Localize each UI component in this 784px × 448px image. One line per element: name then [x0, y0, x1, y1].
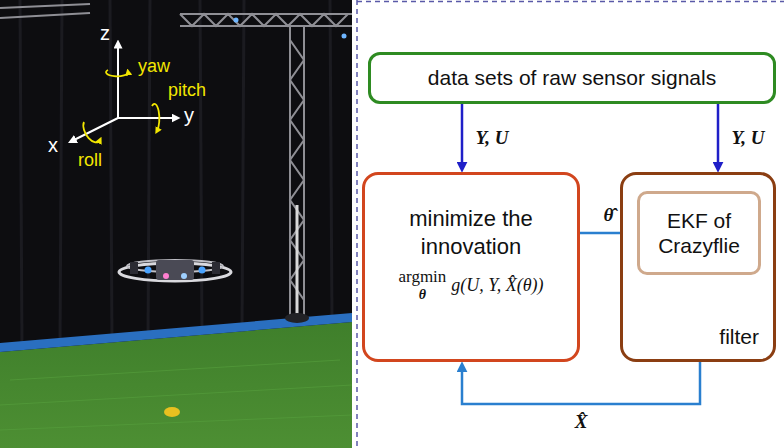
- drawing-detail: [110, 0, 112, 344]
- ekf-box: EKF of Crazyflie: [637, 191, 761, 275]
- drawing-detail: [200, 0, 202, 336]
- drawing-detail: [156, 260, 194, 280]
- flow-arrow: [462, 362, 700, 404]
- drawing-detail: [10, 360, 340, 380]
- box-label: filter: [719, 325, 759, 349]
- drawing-detail: [303, 26, 305, 316]
- rotation-arrows: [83, 70, 159, 142]
- math-subscript: θ: [419, 287, 426, 302]
- body-axes: [72, 44, 176, 141]
- axis-label: x: [48, 134, 58, 157]
- axis-label: z: [100, 22, 110, 45]
- truss-frame: [0, 4, 352, 318]
- rotation-label: roll: [78, 150, 102, 171]
- pole-stand: [285, 313, 309, 323]
- drawing-detail: [289, 26, 291, 318]
- dashed-border: [356, 0, 358, 448]
- drawing-detail: [152, 104, 159, 131]
- pole: [296, 205, 299, 316]
- crazyflie-drone: [119, 260, 231, 281]
- box-label: EKF of Crazyflie: [644, 208, 754, 258]
- data-source-box: data sets of raw sensor signals: [368, 52, 776, 104]
- drawing-detail: [118, 117, 176, 119]
- drawing-detail: [0, 415, 352, 430]
- curtain-backdrop: [0, 0, 352, 448]
- signal-label: θ̂: [604, 204, 614, 226]
- optimizer-box: minimize the innovationargminθg(U, Y, X̂…: [362, 172, 580, 362]
- drawing-detail: [83, 122, 100, 142]
- axis-label: y: [184, 104, 194, 127]
- drawing-detail: [212, 262, 220, 274]
- filter-box: filter EKF of Crazyflie: [620, 172, 776, 362]
- tracking-camera: [234, 18, 239, 23]
- drawing-detail: [199, 267, 206, 274]
- drawing-detail: [180, 14, 348, 26]
- drawing-detail: [0, 4, 90, 8]
- drawing-detail: [106, 70, 128, 76]
- signal-label: Y, U: [731, 127, 764, 149]
- rotation-label: pitch: [168, 80, 206, 101]
- drawing-detail: [330, 0, 332, 322]
- drawing-detail: [117, 44, 119, 118]
- tracking-camera: [342, 34, 347, 39]
- floor-edge-strip: [0, 313, 352, 352]
- drawing-detail: [145, 267, 152, 274]
- operator-stack: argminθ: [398, 268, 446, 302]
- drawing-detail: [0, 385, 352, 405]
- flow-arrow: [717, 104, 720, 164]
- curtain-folds: [20, 0, 332, 350]
- box-label: data sets of raw sensor signals: [428, 66, 716, 90]
- drawing-detail: [72, 118, 118, 141]
- drawing-detail: [0, 13, 90, 18]
- drawing-detail: [181, 273, 187, 279]
- signal-label: X̂: [575, 411, 588, 433]
- grass-texture: [0, 360, 352, 430]
- math-operator: argmin: [398, 268, 446, 287]
- drawing-detail: [20, 0, 22, 350]
- rotation-label: yaw: [138, 56, 170, 77]
- drawing-detail: [130, 262, 138, 274]
- dashed-border: [357, 1, 784, 3]
- drawing-detail: [163, 273, 169, 279]
- drawing-detail: [148, 0, 150, 340]
- floor-object: [164, 407, 180, 417]
- drone-photo: [0, 0, 352, 448]
- drawing-detail: [242, 0, 244, 332]
- drawing-detail: [60, 0, 62, 348]
- formula-row: argminθg(U, Y, X̂(θ)): [398, 268, 543, 302]
- signal-label: Y, U: [475, 127, 508, 149]
- math-expression: g(U, Y, X̂(θ)): [451, 275, 543, 296]
- flow-arrow: [461, 104, 464, 164]
- box-heading: minimize the innovation: [373, 205, 569, 260]
